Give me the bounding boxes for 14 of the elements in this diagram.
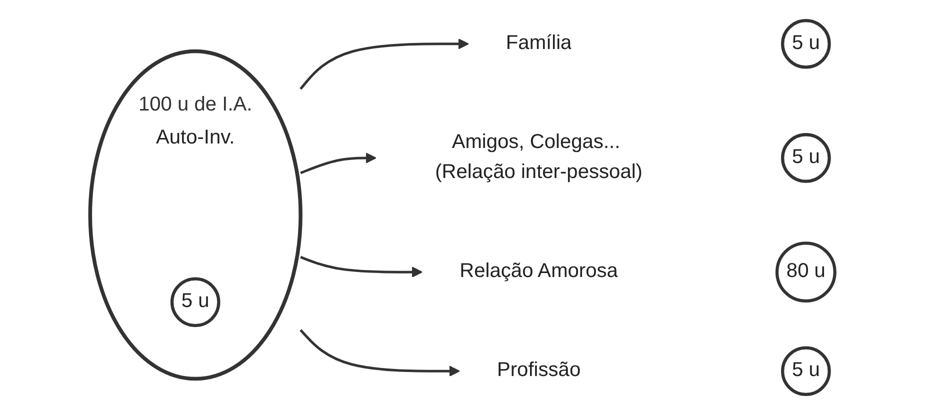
arrow [300, 329, 460, 377]
node-circle: 5 u [170, 277, 220, 328]
node-circle: 80 u [775, 242, 836, 303]
node-text: Relação Amorosa [460, 260, 618, 282]
arrow [300, 256, 422, 278]
node-circle: 5 u [781, 346, 831, 396]
node-circle: 5 u [781, 133, 831, 183]
node-circle: 5 u [781, 18, 831, 69]
node-text: Auto-Inv. [156, 127, 235, 148]
arrow [300, 152, 376, 174]
arrow [300, 38, 469, 90]
node-text: Família [506, 32, 572, 54]
node-text: Profissão [496, 360, 581, 382]
node-text: Amigos, Colegas... (Relação inter-pessoal) [435, 132, 642, 184]
